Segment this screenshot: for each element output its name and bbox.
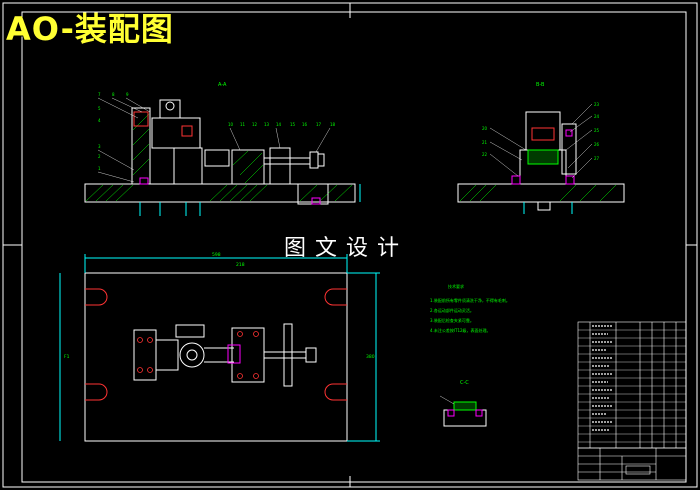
- callout-label: 25: [594, 128, 600, 133]
- inner-frame: [21, 11, 687, 483]
- technical-notes: 技术要求 1.装配前所有零件须清洗干净，不得有毛刺。 2.各运动部件运动灵活。 …: [430, 283, 510, 333]
- callout-label: 1: [98, 166, 101, 171]
- callout-label: 20: [482, 126, 488, 131]
- overlay-title: AO-装配图: [6, 10, 174, 48]
- dim-left: F1: [64, 354, 70, 360]
- top-view-dims: 598 218 380 F1: [64, 252, 375, 360]
- notes-line: 1.装配前所有零件须清洗干净，不得有毛刺。: [430, 297, 510, 303]
- side-view: B-B: [457, 82, 625, 214]
- side-callouts: 20 21 22 23 24 25 26 27: [482, 102, 600, 161]
- callout-label: 24: [594, 114, 600, 119]
- watermark-text: 图文设计: [284, 236, 409, 261]
- callout-label: 14: [276, 122, 282, 127]
- notes-line: 2.各运动部件运动灵活。: [430, 307, 474, 313]
- callout-label: 15: [290, 122, 296, 127]
- callout-label: 17: [316, 122, 322, 127]
- dim-top: 598: [212, 252, 221, 258]
- callout-label: 9: [126, 92, 129, 97]
- notes-line: 4.未注公差按IT12级，表面处理。: [430, 327, 491, 333]
- side-view-label: B-B: [536, 82, 545, 88]
- parts-list: [577, 321, 687, 449]
- callout-label: 3: [98, 144, 101, 149]
- parts-list-scribbles: [592, 325, 612, 431]
- notes-title: 技术要求: [448, 283, 464, 289]
- detail-view-label: C-C: [460, 380, 469, 386]
- front-callouts: 7 8 9 5 4 3 2 1 10 11 12 13 14 15 16 17 …: [98, 92, 336, 171]
- dim-top-inner: 218: [236, 262, 245, 268]
- title-block: [577, 447, 687, 481]
- front-view-label: A-A: [218, 82, 227, 88]
- detail-view: C-C: [439, 380, 487, 427]
- callout-label: 13: [264, 122, 270, 127]
- callout-label: 23: [594, 102, 600, 107]
- dim-right: 380: [366, 354, 375, 360]
- front-view: A-A: [84, 82, 361, 216]
- callout-label: 8: [112, 92, 115, 97]
- callout-label: 21: [482, 140, 488, 145]
- callout-label: 11: [240, 122, 246, 127]
- parts-list-rows: [578, 329, 686, 443]
- callout-label: 26: [594, 142, 600, 147]
- callout-label: 22: [482, 152, 488, 157]
- callout-label: 2: [98, 154, 101, 159]
- callout-label: 16: [302, 122, 308, 127]
- notes-line: 3.装配后检查夹紧可靠。: [430, 317, 474, 323]
- callout-label: 27: [594, 156, 600, 161]
- callout-label: 10: [228, 122, 234, 127]
- callout-label: 5: [98, 106, 101, 111]
- callout-label: 18: [330, 122, 336, 127]
- callout-label: 7: [98, 92, 101, 97]
- callout-label: 12: [252, 122, 258, 127]
- top-view: [59, 254, 380, 442]
- callout-label: 4: [98, 118, 101, 123]
